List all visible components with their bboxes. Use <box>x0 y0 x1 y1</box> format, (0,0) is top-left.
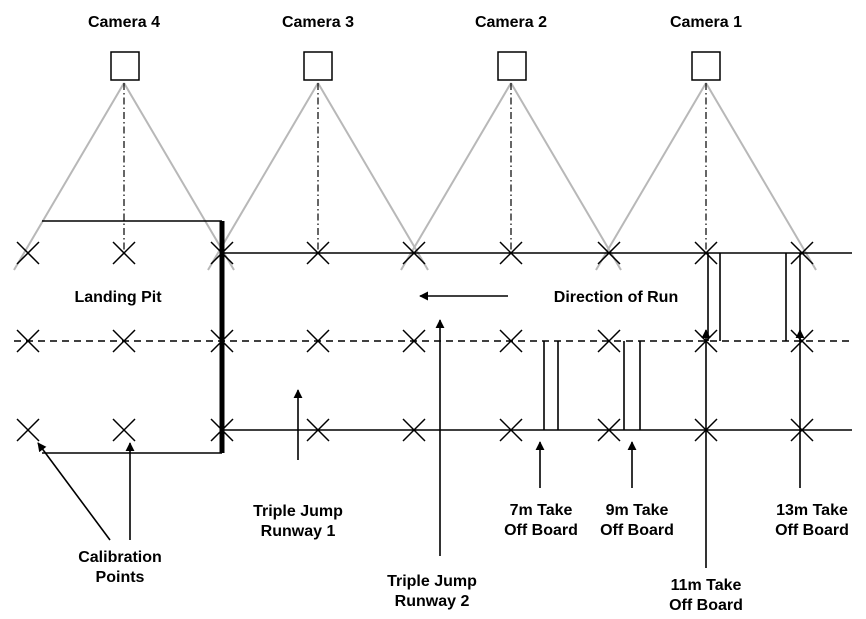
runway-2-label-line1: Triple Jump <box>387 573 477 590</box>
calibration-point-marker <box>597 329 621 353</box>
camera-4-icon <box>110 51 140 81</box>
board-11m-label-line1: 11m Take <box>671 577 742 594</box>
calibration-point-marker <box>499 418 523 442</box>
calibration-label-line1: Calibration <box>78 549 162 566</box>
calibration-point-marker <box>597 418 621 442</box>
calibration-point-marker <box>790 329 814 353</box>
calibration-label-line2: Points <box>96 569 145 586</box>
camera-2-icon <box>497 51 527 81</box>
camera-4-label: Camera 4 <box>88 14 160 31</box>
calibration-point-marker <box>694 241 718 265</box>
camera-2-field-of-view <box>400 82 622 271</box>
camera-3-label: Camera 3 <box>282 14 354 31</box>
calibration-point-marker <box>790 241 814 265</box>
calibration-point-marker <box>210 418 234 442</box>
calibration-point-marker <box>210 329 234 353</box>
calibration-point-marker <box>597 241 621 265</box>
calibration-point-marker <box>112 418 136 442</box>
landing-pit-label: Landing Pit <box>74 289 162 306</box>
calibration-point-markers <box>16 241 814 442</box>
calibration-point-marker <box>16 418 40 442</box>
calibration-point-marker <box>112 329 136 353</box>
runway-1-label-line1: Triple Jump <box>253 503 343 520</box>
calibration-point-marker <box>499 241 523 265</box>
board-9m-label-line2: Off Board <box>600 522 674 539</box>
calibration-point-marker <box>210 241 234 265</box>
calibration-point-marker <box>16 241 40 265</box>
calibration-point-marker <box>402 329 426 353</box>
calibration-point-marker <box>402 241 426 265</box>
calibration-point-marker <box>306 418 330 442</box>
calibration-point-marker <box>112 241 136 265</box>
board-11m-label-line2: Off Board <box>669 597 743 614</box>
camera-1-icon <box>691 51 721 81</box>
direction-of-run-label: Direction of Run <box>554 289 678 306</box>
board-9m-label-line1: 9m Take <box>606 502 669 519</box>
board-7m-label-line1: 7m Take <box>510 502 573 519</box>
board-13m-label-line2: Off Board <box>775 522 849 539</box>
board-13m-label-line1: 13m Take <box>776 502 848 519</box>
take-off-board-7m <box>543 341 559 430</box>
calibration-arrow-left <box>37 442 111 541</box>
camera-1-label: Camera 1 <box>670 14 742 31</box>
camera-2-label: Camera 2 <box>475 14 547 31</box>
take-off-board-13m <box>785 253 801 341</box>
runway-1-label-line2: Runway 1 <box>261 523 336 540</box>
calibration-point-marker <box>16 329 40 353</box>
calibration-point-marker <box>499 329 523 353</box>
board-7m-label-line2: Off Board <box>504 522 578 539</box>
camera-4-field-of-view <box>13 82 235 271</box>
camera-3-field-of-view <box>207 82 429 271</box>
camera-1-field-of-view <box>595 82 817 271</box>
take-off-board-9m <box>623 341 641 430</box>
camera-3-icon <box>303 51 333 81</box>
calibration-point-marker <box>790 418 814 442</box>
calibration-point-marker <box>306 329 330 353</box>
runway-2-label-line2: Runway 2 <box>395 593 470 610</box>
calibration-point-marker <box>306 241 330 265</box>
take-off-board-11m <box>707 253 721 341</box>
calibration-point-marker <box>402 418 426 442</box>
